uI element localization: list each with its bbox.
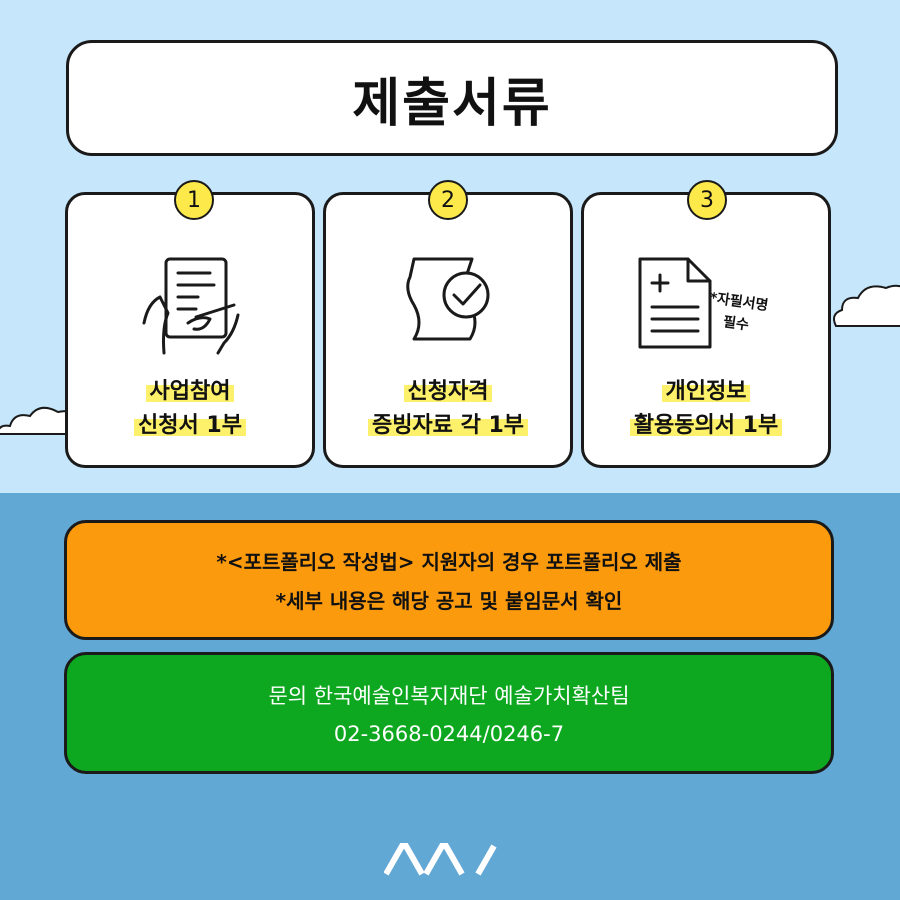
document-card-3: *자필서명 필수 개인정보 활용동의서 1부 (581, 192, 831, 468)
cloud-right (833, 284, 900, 327)
organization-logo (384, 843, 497, 876)
certificate-check-icon (406, 257, 490, 341)
title-box: 제출서류 (66, 40, 838, 156)
card-2-line2: 증빙자료 각 1부 (367, 413, 529, 438)
notice-box: *<포트폴리오 작성법> 지원자의 경우 포트폴리오 제출 *세부 내용은 해당… (64, 520, 834, 640)
card-2-line1: 신청자격 (403, 379, 493, 404)
card-1-line1: 사업참여 (145, 379, 235, 404)
page-title: 제출서류 (352, 73, 552, 134)
card-3-line2: 활용동의서 1부 (629, 413, 783, 438)
card-3-line1: 개인정보 (661, 379, 751, 404)
document-card-2: 신청자격 증빙자료 각 1부 (323, 192, 573, 468)
notice-line-2: *세부 내용은 해당 공고 및 붙임문서 확인 (275, 589, 623, 613)
notice-line-1: *<포트폴리오 작성법> 지원자의 경우 포트폴리오 제출 (216, 550, 682, 574)
signature-note: *자필서명 필수 (705, 287, 769, 339)
contact-line-1: 문의 한국예술인복지재단 예술가치확산팀 (268, 684, 630, 708)
card-1-line2: 신청서 1부 (134, 413, 246, 438)
document-icon (638, 257, 712, 349)
number-badge-1: 1 (174, 180, 214, 220)
card-label-2: 신청자격 증빙자료 각 1부 (326, 375, 570, 443)
card-label-1: 사업참여 신청서 1부 (68, 375, 312, 443)
document-card-1: 사업참여 신청서 1부 (65, 192, 315, 468)
contact-phone: 02-3668-0244/0246-7 (333, 722, 565, 746)
contact-box: 문의 한국예술인복지재단 예술가치확산팀 02-3668-0244/0246-7 (64, 652, 834, 774)
signing-document-icon (142, 257, 240, 355)
number-badge-2: 2 (428, 180, 468, 220)
number-badge-3: 3 (687, 180, 727, 220)
card-label-3: 개인정보 활용동의서 1부 (584, 375, 828, 443)
